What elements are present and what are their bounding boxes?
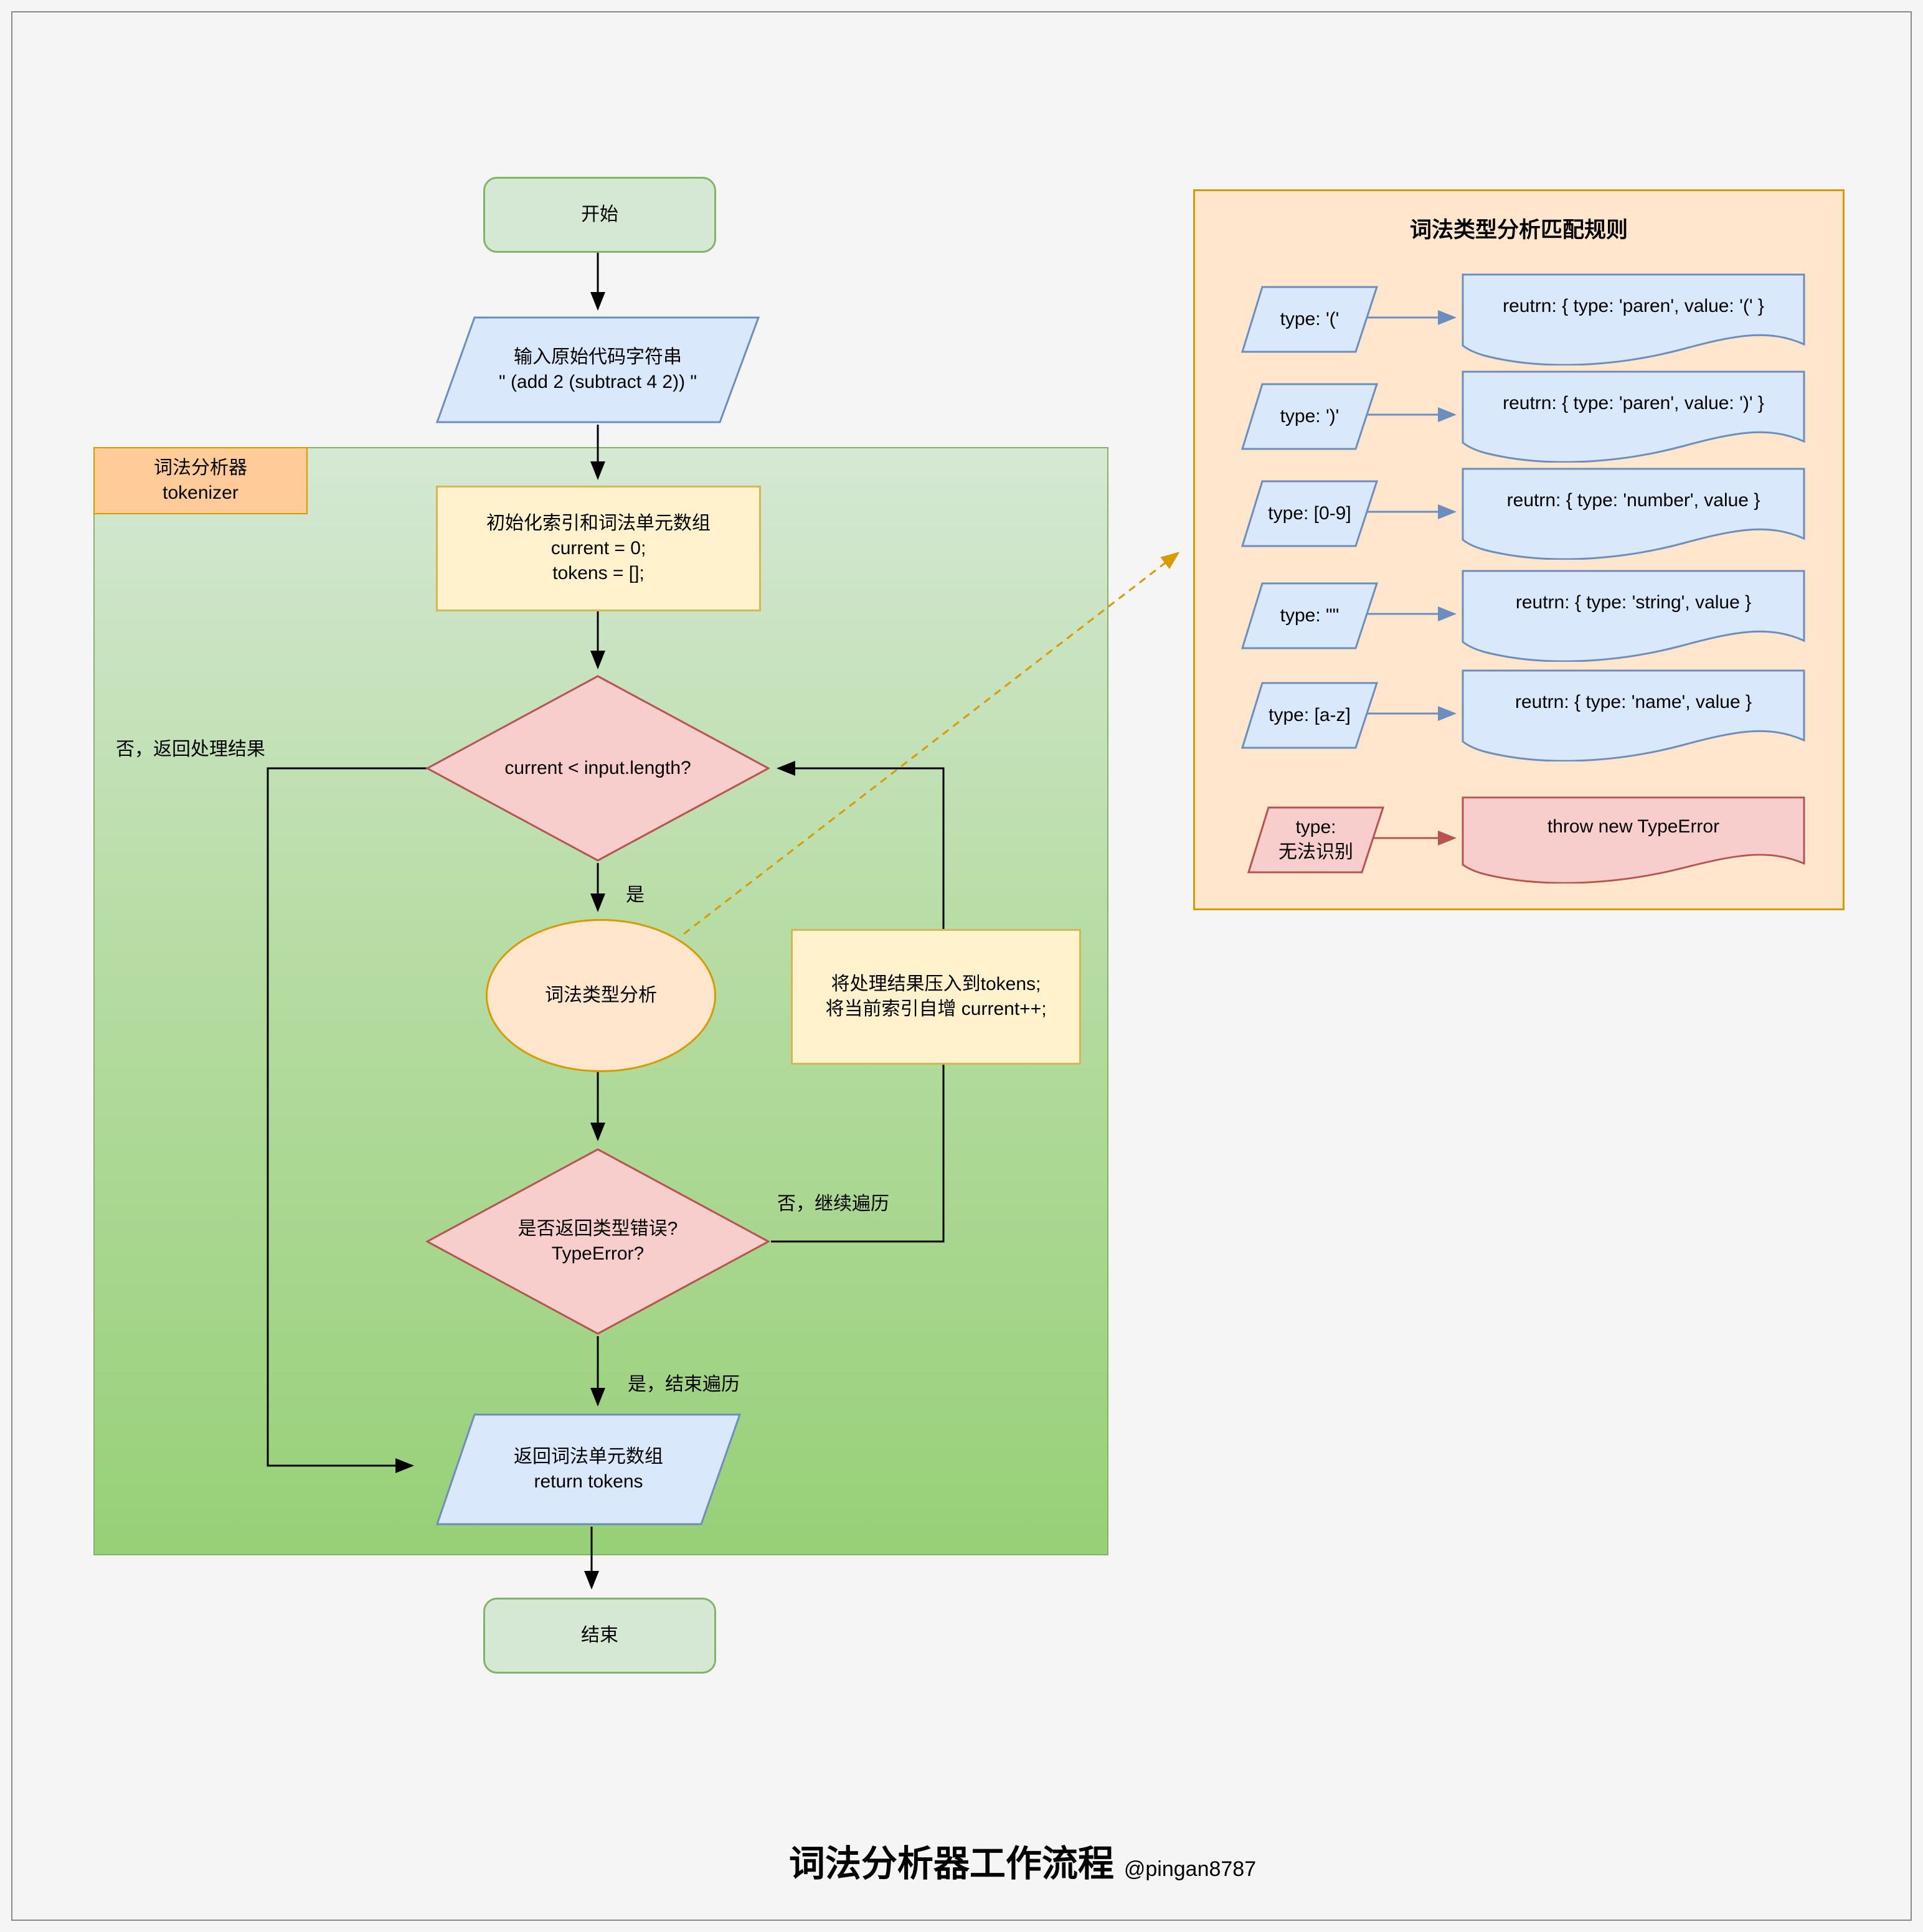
analysis-node-text: 词法类型分析 bbox=[545, 984, 657, 1006]
rule-result-text: reutrn: { type: 'string', value } bbox=[1515, 592, 1752, 613]
rules-panel: 词法类型分析匹配规则 type: '(' reutrn: { type: 'pa… bbox=[1193, 189, 1845, 910]
cond-error-text: 是否返回类型错误? TypeError? bbox=[517, 1218, 678, 1264]
cond-loop-node: current < input.length? bbox=[426, 675, 770, 862]
rule-match-shape: type: ')' bbox=[1241, 383, 1378, 450]
return-node-text: 返回词法单元数组 return tokens bbox=[514, 1446, 663, 1492]
edge-label-yes: 是 bbox=[626, 885, 645, 905]
rule-result-error-shape: throw new TypeError bbox=[1462, 796, 1805, 884]
rule-match-text: type: '(' bbox=[1280, 308, 1339, 329]
end-node-text: 结束 bbox=[581, 1624, 618, 1646]
rule-result-text: reutrn: { type: 'paren', value: '(' } bbox=[1503, 296, 1764, 316]
edge-label-no-return: 否，返回处理结果 bbox=[116, 739, 265, 760]
rule-match-text: type: ')' bbox=[1280, 405, 1339, 426]
rule-match-shape: type: '(' bbox=[1241, 286, 1378, 353]
diagram-caption: 词法分析器工作流程 @pingan8787 bbox=[789, 1834, 1256, 1887]
edge-label-no-continue: 否，继续遍历 bbox=[777, 1194, 889, 1214]
start-node-text: 开始 bbox=[581, 204, 618, 225]
rule-match-error-shape: type: 无法识别 bbox=[1247, 806, 1384, 874]
edge-label-yes-end: 是，结束遍历 bbox=[628, 1374, 740, 1395]
input-node: 输入原始代码字符串 " (add 2 (subtract 4 2)) " bbox=[436, 316, 760, 423]
push-node-text: 将处理结果压入到tokens; 将当前索引自增 current++; bbox=[825, 973, 1047, 1019]
rule-match-text: type: 无法识别 bbox=[1278, 816, 1353, 862]
start-node: 开始 bbox=[483, 177, 716, 253]
rule-result-shape: reutrn: { type: 'string', value } bbox=[1462, 570, 1805, 662]
init-node-text: 初始化索引和词法单元数组 current = 0; tokens = []; bbox=[486, 512, 711, 584]
end-node: 结束 bbox=[483, 1598, 716, 1674]
rule-result-shape: reutrn: { type: 'paren', value: '(' } bbox=[1462, 273, 1805, 365]
rule-match-shape: type: [a-z] bbox=[1241, 682, 1378, 749]
tokenizer-container-label-text: 词法分析器 tokenizer bbox=[154, 457, 247, 503]
rule-result-text: reutrn: { type: 'number', value } bbox=[1506, 490, 1760, 511]
tokenizer-container-label: 词法分析器 tokenizer bbox=[93, 447, 308, 514]
diagram-title: 词法分析器工作流程 bbox=[788, 1844, 1114, 1884]
return-node: 返回词法单元数组 return tokens bbox=[436, 1413, 741, 1525]
rule-result-text: reutrn: { type: 'name', value } bbox=[1514, 692, 1752, 712]
rule-match-shape: type: "" bbox=[1241, 582, 1378, 649]
rule-result-text: throw new TypeError bbox=[1547, 816, 1720, 837]
rule-match-text: type: [0-9] bbox=[1268, 502, 1351, 524]
push-node: 将处理结果压入到tokens; 将当前索引自增 current++; bbox=[791, 929, 1081, 1065]
rule-result-shape: reutrn: { type: 'name', value } bbox=[1462, 669, 1805, 761]
rule-result-shape: reutrn: { type: 'number', value } bbox=[1462, 468, 1805, 560]
cond-loop-text: current < input.length? bbox=[504, 757, 691, 778]
input-node-text: 输入原始代码字符串 " (add 2 (subtract 4 2)) " bbox=[498, 346, 697, 392]
analysis-node: 词法类型分析 bbox=[486, 919, 716, 1072]
rule-match-text: type: "" bbox=[1280, 605, 1339, 626]
rules-panel-title: 词法类型分析匹配规则 bbox=[1409, 218, 1628, 242]
rule-result-shape: reutrn: { type: 'paren', value: ')' } bbox=[1462, 370, 1805, 463]
diagram-author: @pingan8787 bbox=[1123, 1857, 1257, 1881]
rule-result-text: reutrn: { type: 'paren', value: ')' } bbox=[1503, 393, 1764, 413]
init-node: 初始化索引和词法单元数组 current = 0; tokens = []; bbox=[436, 486, 761, 611]
rule-match-text: type: [a-z] bbox=[1269, 704, 1351, 725]
rule-match-shape: type: [0-9] bbox=[1241, 480, 1378, 547]
cond-error-node: 是否返回类型错误? TypeError? bbox=[426, 1148, 770, 1335]
